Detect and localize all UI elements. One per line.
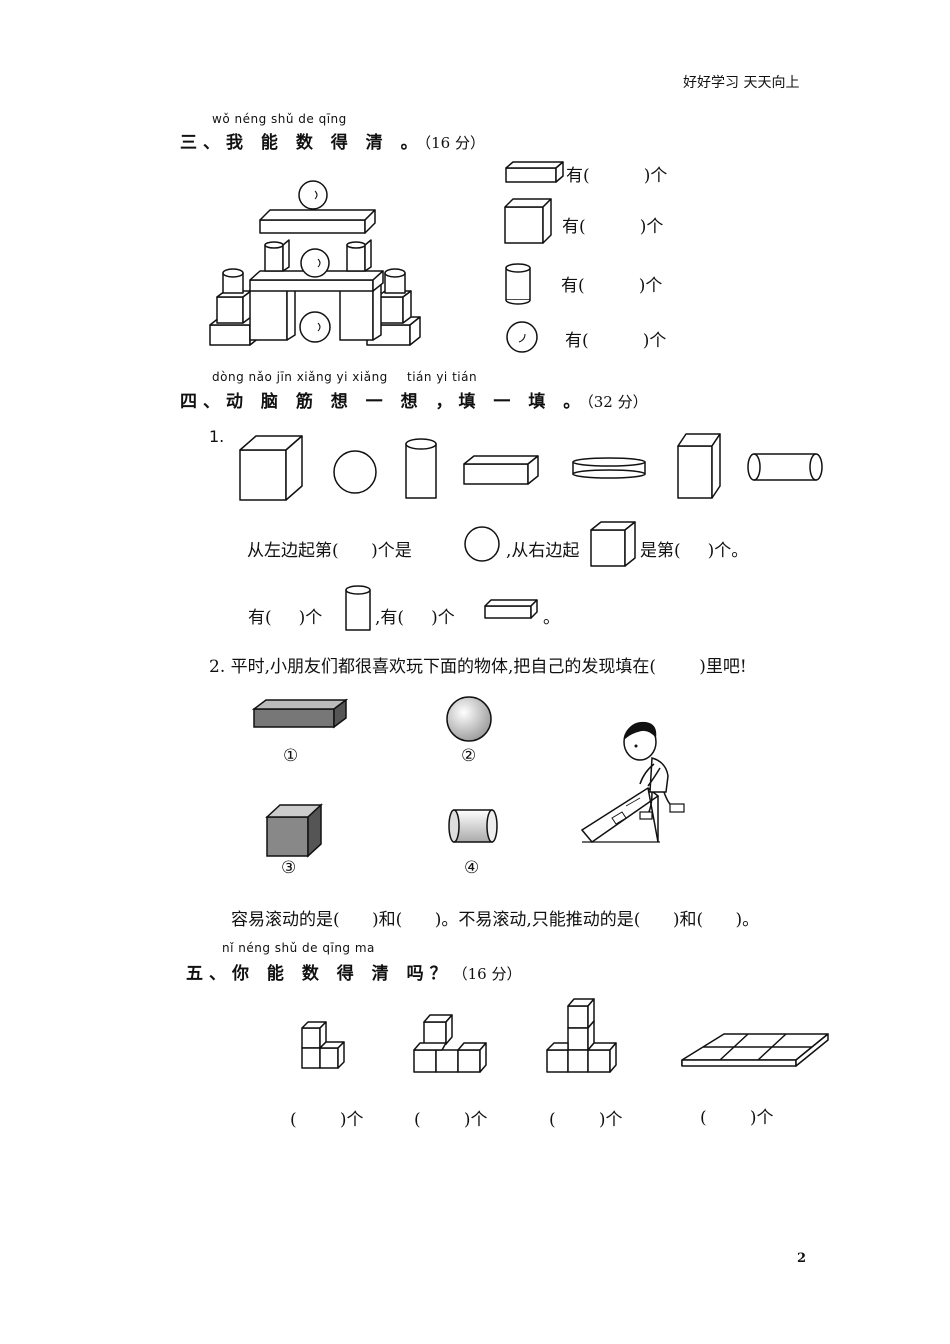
cube-stack-1 <box>301 1021 345 1069</box>
label-2: ② <box>461 746 477 766</box>
section5-answer-4: ( )个 <box>700 1108 774 1128</box>
cylinder-icon <box>345 585 371 631</box>
block-structure-illustration <box>209 180 421 346</box>
child-pushing-block-illustration <box>580 721 685 844</box>
cube-icon <box>504 198 552 244</box>
cuboid-icon <box>484 599 538 619</box>
cylinder-icon <box>505 263 531 305</box>
q1-number: 1. <box>209 427 225 446</box>
cube-icon <box>590 521 636 567</box>
cube-stack-2 <box>413 1014 487 1073</box>
q1-line2-part2: ,有( )个 <box>375 608 455 628</box>
shaded-cube-icon <box>265 803 323 858</box>
section3-item4: 有( )个 <box>565 331 667 351</box>
section5-answer-1: ( )个 <box>290 1110 364 1130</box>
label-4: ④ <box>464 858 480 878</box>
q1-line1-part2: ,从右边起 <box>506 541 580 561</box>
section3-pinyin: wǒ néng shǔ de qīng <box>212 112 347 126</box>
section5-score: （16 分） <box>452 965 522 983</box>
section5-answer-2: ( )个 <box>414 1110 488 1130</box>
header-motto: 好好学习 天天向上 <box>683 75 800 91</box>
sphere-icon <box>506 321 538 353</box>
section3-item1: 有( )个 <box>566 166 668 186</box>
label-1: ① <box>283 746 299 766</box>
section5-title: 五、你 能 数 得 清 吗？（16 分） <box>186 964 522 984</box>
label-3: ③ <box>281 858 297 878</box>
section4-pinyin-a: dòng nǎo jīn xiǎng yi xiǎng <box>212 370 388 384</box>
q1-shape-row <box>239 433 823 501</box>
q1-line2-part1: 有( )个 <box>248 608 323 628</box>
section5-pinyin: nǐ néng shǔ de qīng ma <box>222 941 375 955</box>
flat-blocks-arrangement <box>681 1033 829 1067</box>
section4-score: （32 分） <box>586 393 648 411</box>
section3-score: （16 分） <box>423 134 485 152</box>
sphere-icon <box>464 526 500 562</box>
q1-line1-part1: 从左边起第( )个是 <box>247 541 412 561</box>
section4-pinyin-b: tián yi tián <box>407 370 478 384</box>
cuboid-icon <box>505 161 564 183</box>
page-number: 2 <box>797 1251 807 1266</box>
section3-title: 三、我 能 数 得 清 。（16 分） <box>180 133 485 153</box>
cube-stack-3 <box>546 998 617 1073</box>
section4-title: 四、动 脑 筋 想 一 想 ，填 一 填 。（32 分） <box>180 392 648 412</box>
section3-item3: 有( )个 <box>561 276 663 296</box>
lying-cylinder-icon <box>448 809 498 843</box>
q1-line2-end: 。 <box>543 608 560 628</box>
shaded-cuboid-icon <box>251 698 349 729</box>
shaded-sphere-icon <box>446 696 492 742</box>
section5-answer-3: ( )个 <box>549 1110 623 1130</box>
q2-question: 2. 平时,小朋友们都很喜欢玩下面的物体,把自己的发现填在( )里吧! <box>209 657 747 677</box>
q1-line1-part3: 是第( )个。 <box>640 541 749 561</box>
q2-answer-line: 容易滚动的是( )和( )。不易滚动,只能推动的是( )和( )。 <box>231 910 760 930</box>
section3-item2: 有( )个 <box>562 217 664 237</box>
